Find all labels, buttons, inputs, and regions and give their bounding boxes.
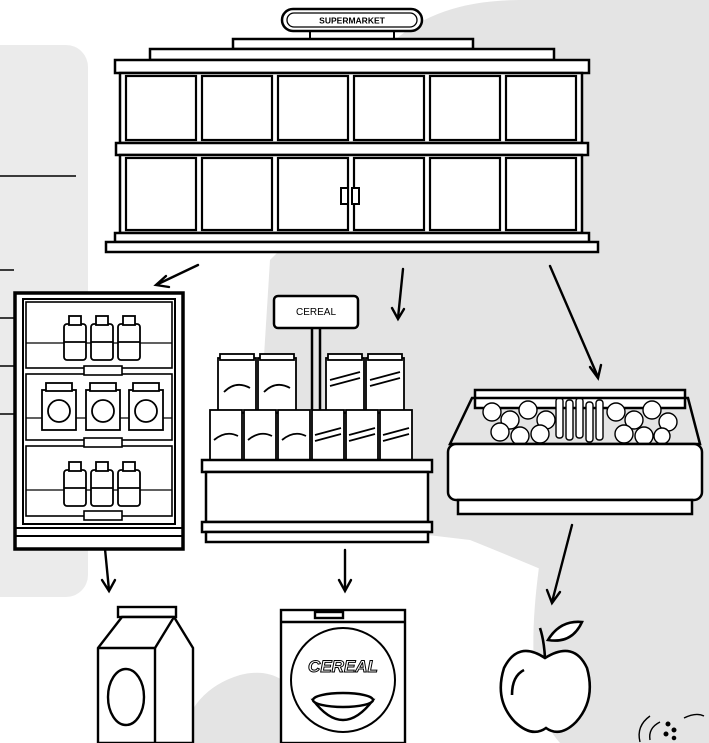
store-sign: SUPERMARKET (319, 16, 385, 26)
cereal-box-icon (281, 610, 405, 743)
cereal-box-label: CEREAL (308, 657, 378, 676)
milk-carton-icon (98, 607, 193, 743)
refrigerator-icon (15, 293, 183, 549)
shelf-sign: CEREAL (296, 307, 336, 318)
produce-bin-icon (448, 390, 702, 514)
